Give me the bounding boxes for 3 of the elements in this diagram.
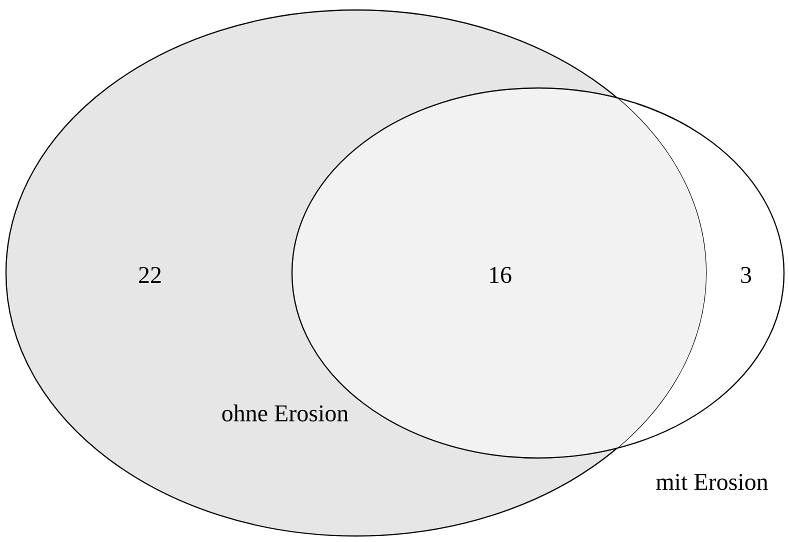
count-label: 16 [490, 266, 512, 284]
count-label: 3 [741, 266, 752, 284]
count-label: 22 [139, 267, 161, 283]
